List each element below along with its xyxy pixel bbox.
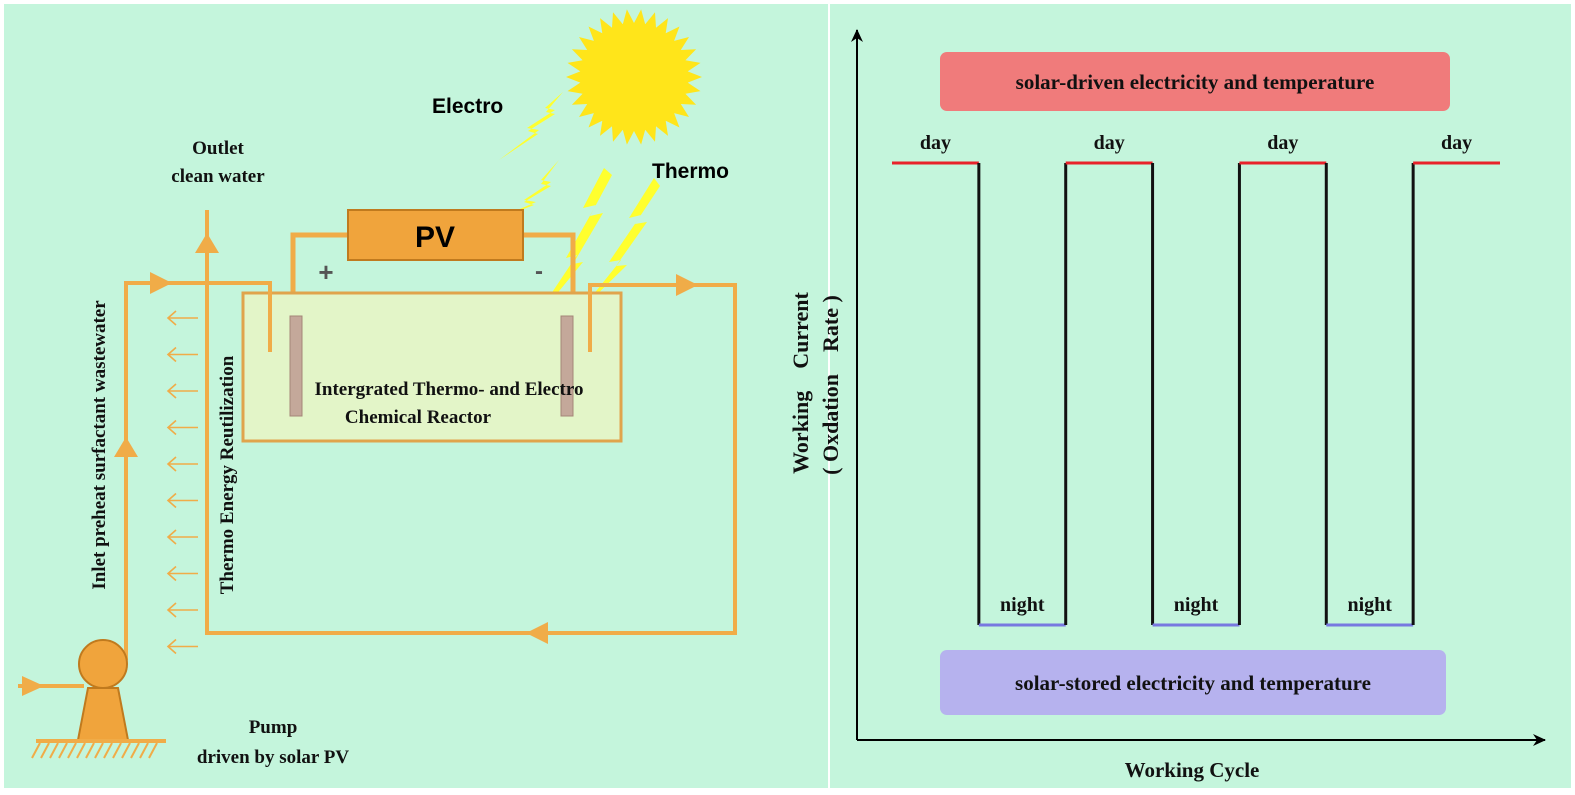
arrow-icon [166, 419, 198, 436]
reactor-label-line1: Intergrated Thermo- and Electro [315, 379, 584, 400]
outlet-label-line1: Outlet [192, 138, 244, 159]
thermo-reuse-label: Thermo Energy Reutilization [217, 355, 238, 594]
day-label: day [920, 132, 951, 154]
lightning-bolt-icon [499, 92, 563, 160]
arrow-icon [526, 622, 548, 644]
arrow-icon [166, 638, 198, 655]
arrow-icon [166, 492, 198, 509]
arrow-icon [166, 310, 198, 326]
electro-label: Electro [432, 95, 503, 118]
day-label: day [1441, 132, 1472, 154]
working-cycle-chart: solar-driven electricity and temperature… [788, 29, 1546, 782]
pump-icon [31, 639, 166, 759]
arrow-icon [195, 233, 219, 253]
working-current-waveform: day night day night day night day [892, 132, 1500, 627]
thermo-label: Thermo [652, 160, 729, 183]
minus-sign: - [535, 258, 543, 285]
piping [124, 210, 737, 660]
solar-driven-box [940, 52, 1450, 111]
arrow-icon [166, 346, 198, 363]
sun-icon [566, 9, 702, 145]
arrow-icon [114, 437, 138, 457]
solar-stored-box [940, 650, 1446, 715]
arrow-icon [166, 529, 198, 545]
electrode-anode [289, 315, 303, 417]
electrode-cathode [560, 315, 574, 417]
x-axis-label: Working Cycle [1125, 758, 1260, 782]
solar-stored-label: solar-stored electricity and temperature [1015, 671, 1371, 695]
night-label: night [1000, 594, 1045, 616]
flow-arrows [22, 233, 698, 696]
y-axis-label-line1: Working Current [788, 291, 813, 473]
reactor-vessel [241, 291, 623, 443]
solar-driven-label: solar-driven electricity and temperature [1016, 70, 1375, 94]
reactor-schematic: Electro Thermo PV + - Intergrated Thermo… [18, 9, 737, 768]
night-label: night [1174, 594, 1219, 616]
pv-circuit [290, 232, 576, 300]
arrow-icon [166, 602, 198, 618]
y-axis-label-line2: ( Oxdation Rate ) [818, 295, 843, 475]
arrow-icon [166, 456, 198, 472]
arrow-icon [166, 383, 198, 399]
lightning-bolt-icon [527, 168, 612, 330]
heat-reuse-arrows [166, 310, 198, 655]
lightning-bolt-icon [581, 178, 660, 310]
day-label: day [1267, 132, 1298, 154]
pv-panel [347, 209, 524, 261]
arrow-icon [676, 274, 698, 296]
plus-sign: + [318, 257, 333, 287]
pv-label: PV [415, 221, 455, 254]
day-label: day [1094, 132, 1125, 154]
arrow-icon [150, 272, 172, 294]
pump-label-line2: driven by solar PV [197, 747, 349, 768]
pump-label-line1: Pump [249, 717, 298, 738]
arrow-icon [166, 565, 198, 582]
reactor-label-line2: Chemical Reactor [345, 407, 492, 428]
night-label: night [1347, 594, 1392, 616]
outlet-label-line2: clean water [171, 166, 265, 187]
inlet-label: Inlet preheat surfactant wastewater [89, 300, 110, 590]
